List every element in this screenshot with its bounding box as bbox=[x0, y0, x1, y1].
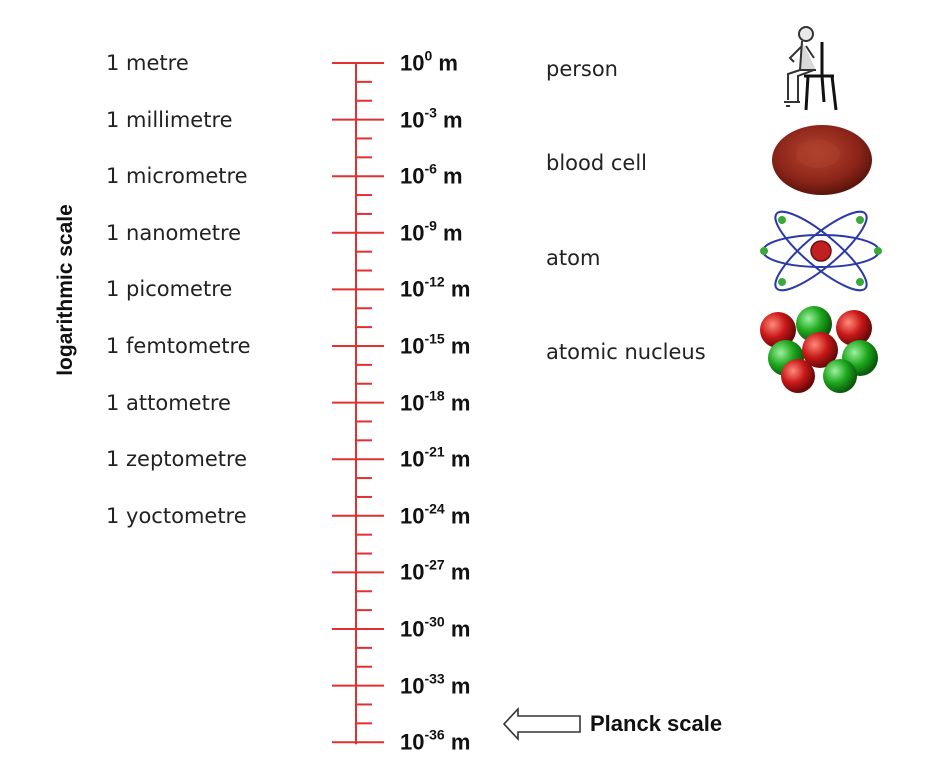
power-base: 10 bbox=[400, 163, 425, 189]
power-unit: m bbox=[444, 560, 471, 586]
power-unit: m bbox=[436, 107, 463, 133]
power-label: 10-12 m bbox=[400, 273, 471, 303]
power-base: 10 bbox=[400, 729, 425, 755]
object-label: person bbox=[546, 57, 618, 81]
power-unit: m bbox=[444, 503, 471, 529]
unit-name-label: 1 nanometre bbox=[106, 220, 242, 245]
power-exponent: -33 bbox=[424, 669, 445, 686]
atom-icon bbox=[760, 210, 882, 292]
object-label: atom bbox=[546, 245, 601, 270]
power-base: 10 bbox=[400, 446, 425, 472]
unit-name-label: 1 metre bbox=[106, 51, 189, 75]
power-exponent: -30 bbox=[424, 613, 445, 630]
power-label: 10-15 m bbox=[400, 330, 471, 359]
power-exponent: -36 bbox=[424, 726, 445, 743]
power-base: 10 bbox=[400, 560, 425, 586]
power-exponent: 0 bbox=[424, 47, 433, 64]
major-ticks bbox=[332, 62, 384, 744]
power-label: 10-21 m bbox=[400, 443, 471, 473]
object-label: atomic nucleus bbox=[546, 340, 706, 364]
power-base: 10 bbox=[400, 616, 425, 642]
power-base: 10 bbox=[400, 50, 425, 76]
axis-title: logarithmic scale bbox=[54, 204, 77, 376]
power-unit: m bbox=[436, 163, 463, 189]
unit-name-label: 1 yoctometre bbox=[106, 503, 247, 528]
power-label: 10-30 m bbox=[400, 613, 471, 642]
unit-name-label: 1 micrometre bbox=[106, 164, 248, 189]
unit-name-label: 1 attometre bbox=[106, 390, 231, 415]
power-label: 10-9 m bbox=[400, 217, 463, 246]
power-exponent: -15 bbox=[424, 330, 445, 347]
power-unit: m bbox=[432, 50, 458, 76]
power-unit: m bbox=[444, 333, 471, 359]
power-unit: m bbox=[436, 220, 463, 246]
power-exponent: -18 bbox=[424, 386, 445, 403]
power-label: 10-24 m bbox=[400, 500, 471, 529]
power-exponent: -21 bbox=[424, 443, 445, 460]
power-base: 10 bbox=[400, 673, 425, 699]
power-exponent: -24 bbox=[424, 500, 445, 517]
power-base: 10 bbox=[400, 220, 425, 246]
power-exponent: -27 bbox=[424, 556, 445, 573]
power-exponent: -6 bbox=[424, 160, 437, 177]
object-label: blood cell bbox=[546, 151, 648, 176]
power-label: 100 m bbox=[400, 47, 458, 76]
power-base: 10 bbox=[400, 277, 425, 303]
unit-name-label: 1 femtometre bbox=[106, 334, 251, 358]
power-exponent: -9 bbox=[424, 217, 437, 234]
unit-name-label: 1 zeptometre bbox=[106, 447, 248, 472]
power-unit: m bbox=[444, 446, 471, 472]
power-base: 10 bbox=[400, 107, 425, 133]
atomic-nucleus-icon bbox=[760, 306, 878, 393]
planck-arrow-icon bbox=[502, 706, 581, 742]
unit-name-label: 1 picometre bbox=[106, 277, 233, 302]
power-label: 10-3 m bbox=[400, 103, 463, 133]
power-exponent: -3 bbox=[424, 103, 437, 120]
power-unit: m bbox=[444, 616, 471, 642]
power-unit: m bbox=[444, 673, 471, 699]
power-unit: m bbox=[444, 277, 471, 303]
unit-name-label: 1 millimetre bbox=[106, 107, 233, 132]
power-base: 10 bbox=[400, 333, 425, 359]
power-label: 10-36 m bbox=[400, 726, 471, 756]
minor-ticks bbox=[356, 80, 372, 725]
person-sitting-icon bbox=[784, 26, 838, 111]
planck-scale-label: Planck scale bbox=[590, 711, 723, 736]
power-label: 10-6 m bbox=[400, 160, 463, 190]
power-unit: m bbox=[444, 390, 471, 416]
power-label: 10-27 m bbox=[400, 556, 471, 586]
power-base: 10 bbox=[400, 390, 425, 416]
power-exponent: -12 bbox=[424, 273, 445, 290]
power-unit: m bbox=[444, 729, 471, 755]
power-label: 10-18 m bbox=[400, 386, 471, 416]
power-base: 10 bbox=[400, 503, 425, 529]
power-label: 10-33 m bbox=[400, 669, 471, 699]
blood-cell-icon bbox=[772, 125, 872, 195]
